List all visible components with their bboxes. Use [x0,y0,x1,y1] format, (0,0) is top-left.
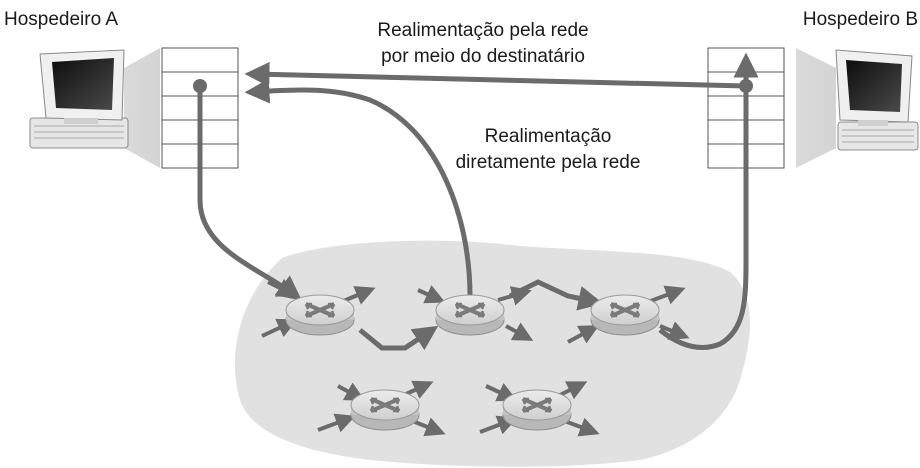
data-path-r3-hostb [658,52,759,350]
host-a-computer-icon [29,49,129,149]
feedback-direct-arrow [244,78,473,297]
router-icon-1 [284,293,356,337]
feedback-direct-label-line1: Realimentação [484,126,612,147]
feedback-receiver-label: Realimentação pela rede por meio do dest… [358,18,608,70]
feedback-direct-label: Realimentação diretamente pela rede [428,124,668,176]
feedback-direct-label-line2: diretamente pela rede [455,152,641,173]
host-b-computer-icon [835,49,919,151]
host-a-buffer-dot [193,79,207,93]
router-icon-3 [589,293,661,337]
host-b-beam [796,48,836,168]
data-path-r1-r2 [358,325,439,351]
host-b-label: Hospedeiro B [802,9,918,30]
host-a-label: Hospedeiro A [4,9,119,30]
network-cloud [235,240,751,467]
feedback-receiver-label-line2: por meio do destinatário [381,46,585,67]
feedback-receiver-arrow [244,61,747,89]
host-a-beam [124,48,160,168]
router-icon-2 [434,293,506,337]
host-b-buffer-dot [739,79,753,93]
feedback-receiver-label-line1: Realimentação pela rede [377,20,589,41]
router-icon-4 [349,388,421,432]
router-icon-5 [501,388,573,432]
